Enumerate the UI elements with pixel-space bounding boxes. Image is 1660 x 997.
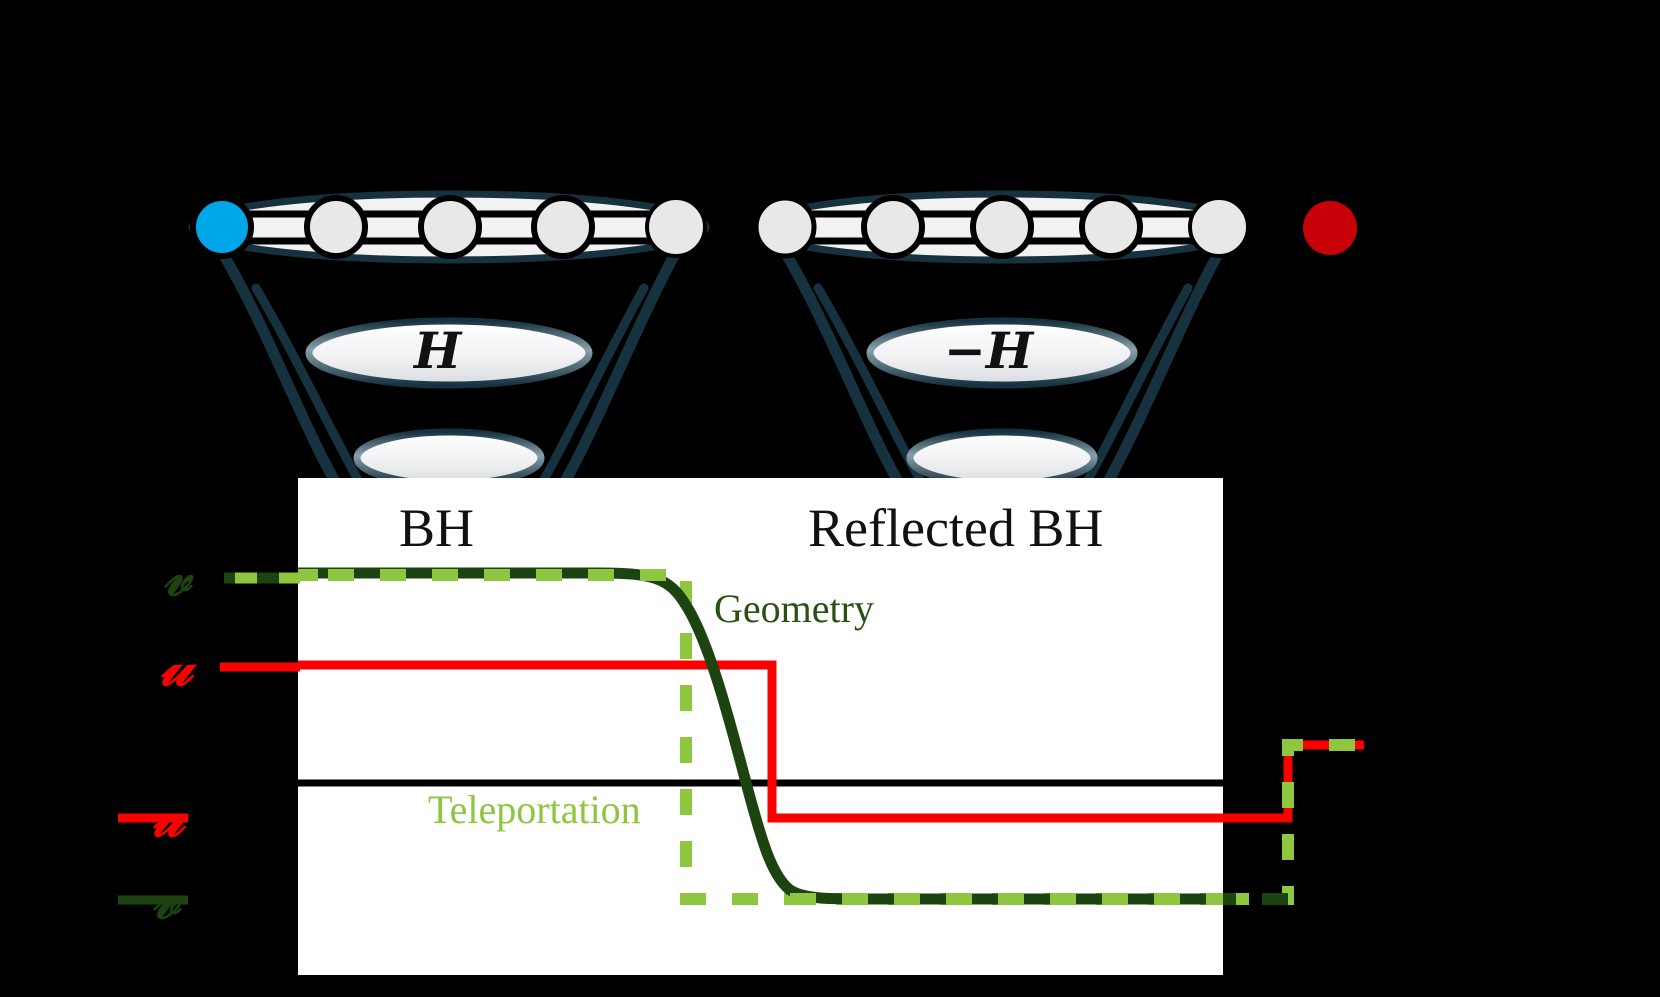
left-node-0[interactable]	[190, 195, 254, 259]
series-u-panel	[298, 660, 1223, 823]
right-hamiltonian-label: −H	[944, 321, 1034, 380]
funnel-left-wall-right	[556, 246, 682, 493]
plot-left-stubs	[300, 569, 318, 670]
funnel-left-wall-left	[216, 246, 344, 493]
left-node-1[interactable]	[304, 195, 368, 259]
plot-panel	[298, 478, 1223, 975]
funnel-right-wall-right	[1099, 246, 1225, 493]
legend-label-v-minus: 𝓋	[152, 866, 180, 932]
left-lower-disk	[353, 428, 545, 488]
legend-label-v-plus: 𝓋	[163, 543, 191, 609]
left-node-3[interactable]	[531, 195, 595, 259]
funnel-right-wall-left	[779, 246, 907, 493]
left-node-2[interactable]	[418, 195, 482, 259]
funnel-left-wall-inner-left	[251, 283, 367, 492]
right-node-1[interactable]	[861, 195, 925, 259]
left-hamiltonian-label: H	[414, 321, 462, 380]
plot-right-tails	[1223, 739, 1364, 905]
left-black-hole-funnel	[188, 190, 710, 493]
left-node-4[interactable]	[645, 196, 707, 258]
annotation-teleportation: Teleportation	[428, 787, 641, 832]
right-black-hole-funnel	[753, 190, 1250, 493]
right-node-0[interactable]	[753, 195, 817, 259]
right-node-3[interactable]	[1079, 195, 1143, 259]
probe-qubit-dot[interactable]	[1303, 201, 1357, 255]
annotation-geometry: Geometry	[714, 586, 874, 631]
left-mid-disk	[305, 317, 593, 389]
right-lower-disk	[906, 428, 1098, 488]
funnel-right-wall-inner-right	[1079, 283, 1193, 492]
funnel-left-wall-inner-right	[535, 283, 649, 492]
series-u-right-tail	[1223, 745, 1293, 823]
panel-title-bh: BH	[399, 498, 475, 558]
right-node-2[interactable]	[970, 195, 1034, 259]
legend-label-u-plus: 𝓊	[160, 633, 192, 699]
right-node-4[interactable]	[1188, 196, 1250, 258]
right-mid-disk	[866, 317, 1138, 389]
legend-label-u-minus: 𝓊	[152, 784, 184, 850]
